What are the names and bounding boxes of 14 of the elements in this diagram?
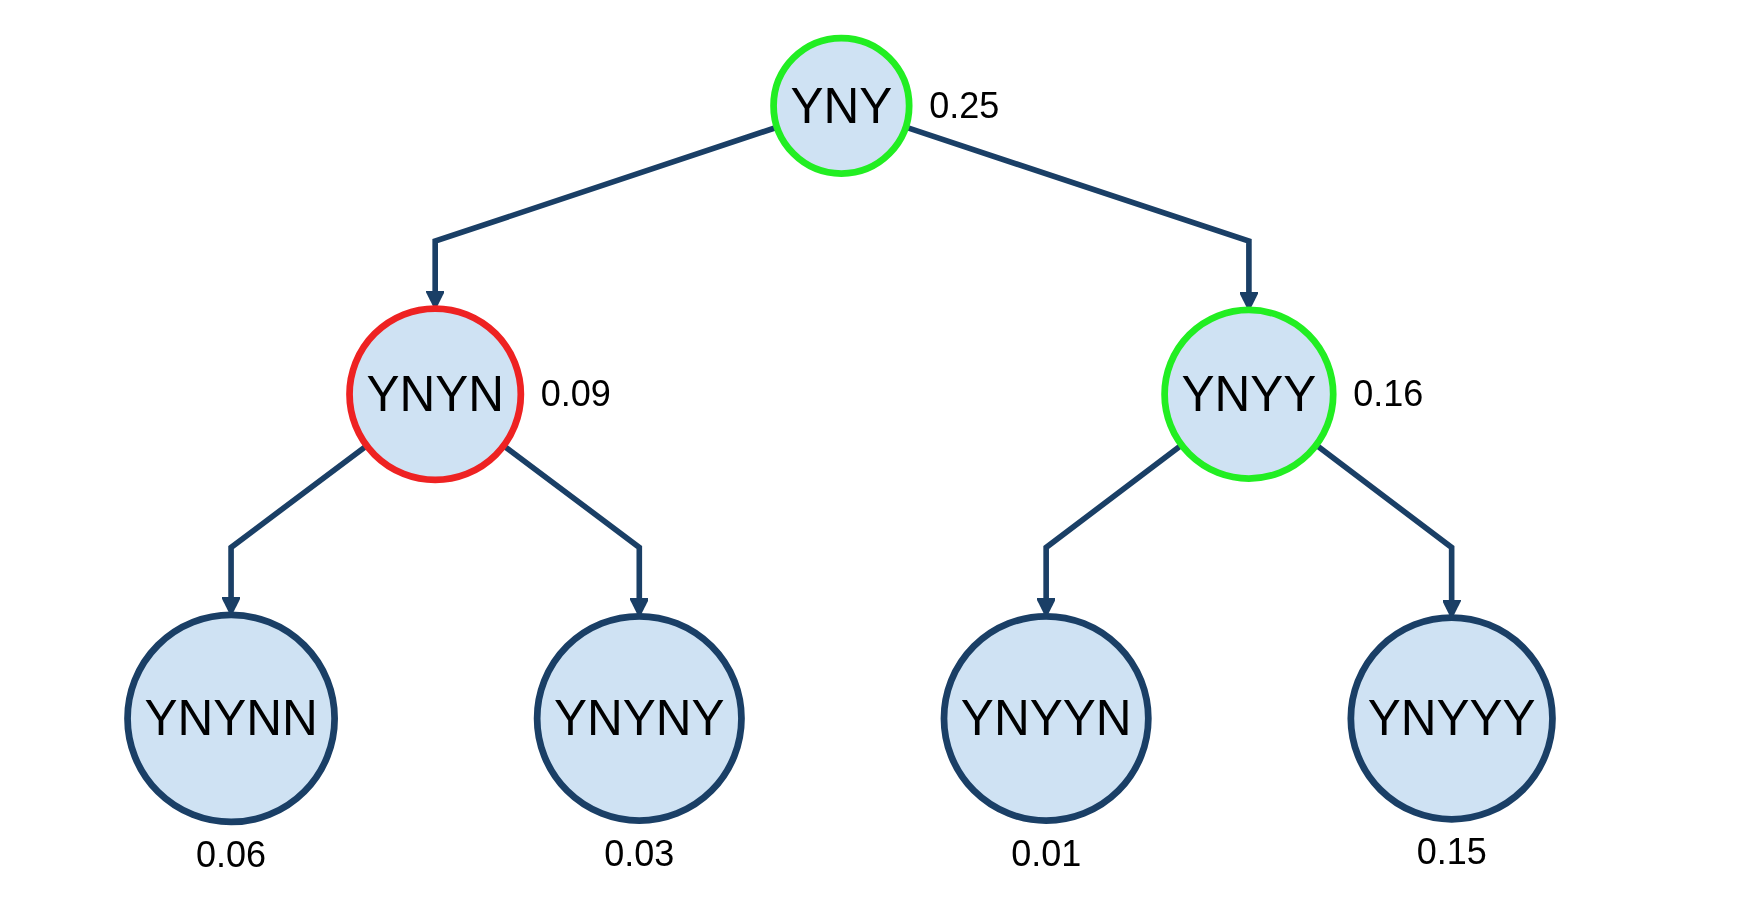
probability-value: 0.06 [196,834,267,876]
probability-value: 0.01 [1011,832,1082,875]
node-circle: YNYNN [124,611,338,826]
node-circle: YNYN [346,305,525,484]
node-circle: YNYY [1161,306,1337,482]
probability-value: 0.25 [929,84,1000,127]
node-circle: YNYYN [940,612,1152,824]
node-circle: YNYNY [533,612,745,824]
node-circle: YNYYY [1347,614,1556,823]
probability-value: 0.03 [604,832,675,875]
probability-value: 0.15 [1416,831,1487,874]
node-circle: YNY [770,34,913,177]
probability-value: 0.09 [540,373,611,416]
probability-value: 0.16 [1353,373,1424,416]
